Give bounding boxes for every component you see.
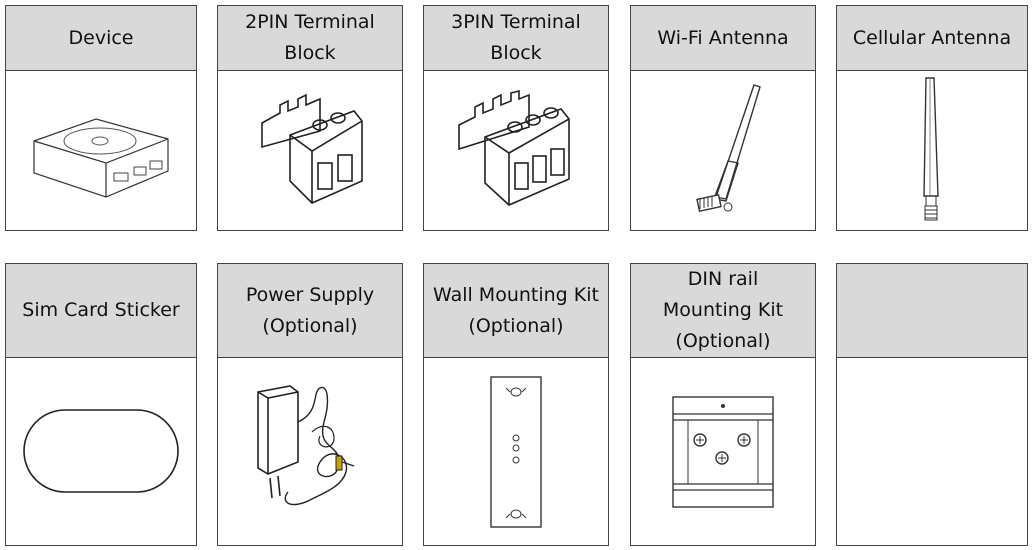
item-label: Wall Mounting Kit (Optional) bbox=[433, 283, 599, 337]
item-label: Wi-Fi Antenna bbox=[657, 26, 789, 49]
item-card-3pin-terminal-block: 3PIN Terminal Block bbox=[423, 5, 609, 231]
item-label: Power Supply (Optional) bbox=[245, 283, 375, 337]
item-card-din-rail-mounting-kit: DIN rail Mounting Kit (Optional) bbox=[630, 263, 816, 546]
wifi-antenna-icon bbox=[696, 83, 761, 212]
item-label: 3PIN Terminal Block bbox=[451, 11, 581, 64]
item-label: 2PIN Terminal Block bbox=[245, 11, 375, 64]
din-rail-mounting-kit-icon bbox=[672, 395, 774, 508]
item-card-2pin-terminal-block: 2PIN Terminal Block bbox=[217, 5, 403, 231]
item-card-power-supply: Power Supply (Optional) bbox=[217, 263, 403, 546]
device-icon bbox=[33, 117, 169, 198]
cellular-antenna-icon bbox=[923, 76, 939, 220]
terminal-block-2pin-icon bbox=[261, 93, 363, 204]
power-supply-icon bbox=[257, 384, 355, 505]
item-label: Cellular Antenna bbox=[852, 26, 1012, 49]
item-label: DIN rail Mounting Kit (Optional) bbox=[662, 268, 784, 352]
item-label: Sim Card Sticker bbox=[22, 299, 180, 321]
item-card-wifi-antenna: Wi-Fi Antenna bbox=[630, 5, 816, 231]
item-card-device: Device bbox=[5, 5, 197, 231]
item-card-sim-card-sticker: Sim Card Sticker bbox=[5, 263, 197, 546]
item-header: Device bbox=[6, 6, 196, 71]
terminal-block-3pin-icon bbox=[458, 89, 570, 206]
item-card-wall-mounting-kit: Wall Mounting Kit (Optional) bbox=[423, 263, 609, 546]
sim-card-sticker-icon bbox=[23, 408, 179, 493]
item-card-cellular-antenna: Cellular Antenna bbox=[836, 5, 1028, 231]
item-card-empty bbox=[836, 263, 1028, 546]
item-label: Device bbox=[68, 26, 134, 49]
wall-mounting-kit-icon bbox=[490, 375, 542, 528]
